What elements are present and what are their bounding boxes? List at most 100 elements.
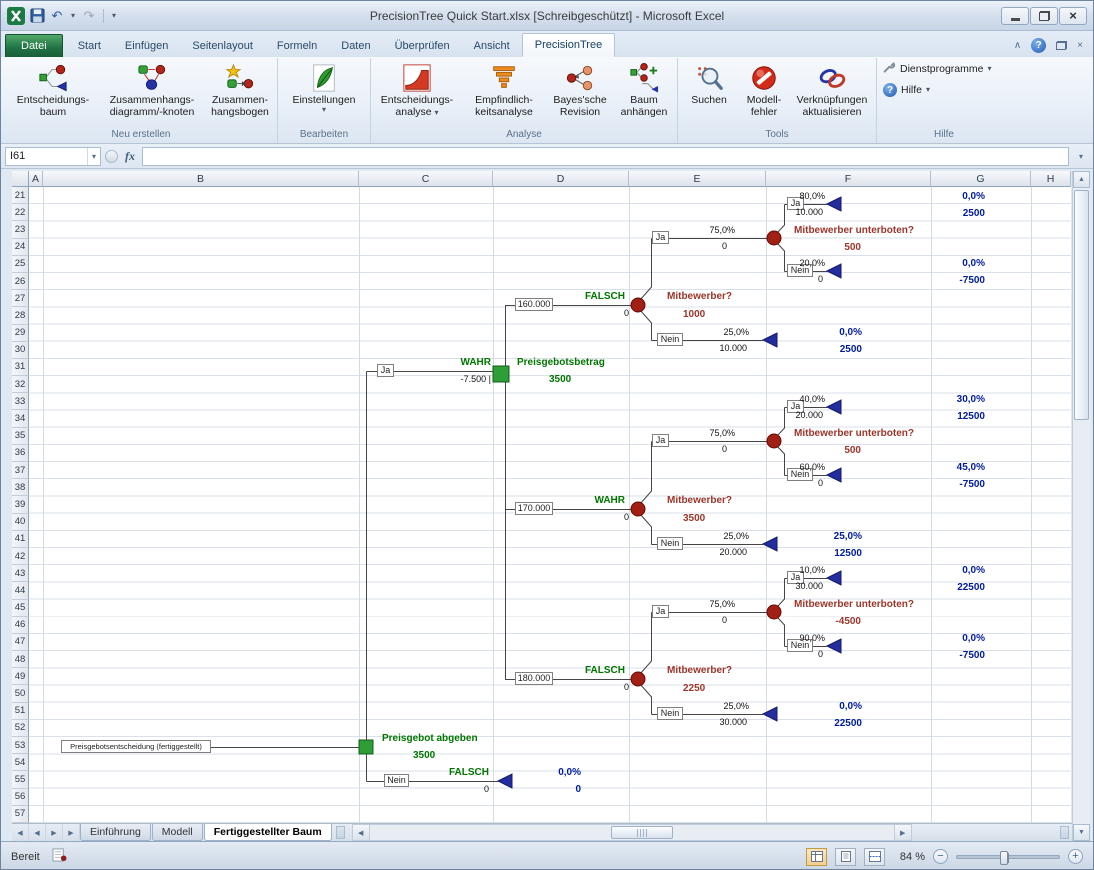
branch-label-box[interactable]: Nein [657, 707, 683, 720]
row-header[interactable]: 42 [12, 547, 29, 566]
worksheet-canvas[interactable]: Preisgebotsentscheidung (fertiggestellt)… [29, 187, 1071, 823]
chance-node-unterboten-170[interactable] [766, 433, 782, 449]
row-header[interactable]: 33 [12, 393, 29, 411]
row-header[interactable]: 25 [12, 255, 29, 273]
chance-node-mitbewerber-160[interactable] [630, 297, 646, 313]
row-header[interactable]: 47 [12, 633, 29, 652]
row-header[interactable]: 26 [12, 272, 29, 291]
branch-label-box[interactable]: Nein [657, 537, 683, 550]
next-sheet-icon[interactable]: ▶ [46, 824, 63, 841]
row-header[interactable]: 28 [12, 307, 29, 325]
row-header[interactable]: 30 [12, 341, 29, 359]
row-header[interactable]: 36 [12, 444, 29, 462]
zoom-level[interactable]: 84 % [899, 850, 925, 863]
formula-bar-expand-icon[interactable]: ▾ [1078, 151, 1083, 161]
insert-sheet-stub[interactable] [335, 826, 345, 839]
zoom-in-button[interactable]: + [1068, 849, 1083, 864]
row-header[interactable]: 55 [12, 771, 29, 789]
branch-label-box[interactable]: Nein [384, 774, 409, 787]
tab-datei[interactable]: Datei [5, 34, 63, 57]
save-icon[interactable] [29, 7, 45, 25]
first-sheet-icon[interactable]: ◀ [12, 824, 29, 841]
column-header-e[interactable]: E [629, 171, 766, 187]
end-nodes[interactable] [496, 196, 842, 789]
zoom-out-button[interactable]: − [933, 849, 948, 864]
sheet-tab-modell[interactable]: Modell [151, 824, 203, 841]
chance-node-mitbewerber-180[interactable] [630, 671, 646, 687]
horizontal-scroll-track[interactable] [370, 825, 894, 840]
row-header[interactable]: 21 [12, 187, 29, 205]
einstellungen-button[interactable]: Einstellungen ▾ [280, 58, 368, 126]
branch-label-box[interactable]: Ja [787, 400, 804, 413]
row-header[interactable]: 39 [12, 496, 29, 514]
branch-label-box[interactable]: Ja [652, 605, 669, 618]
close-button[interactable]: × [1059, 6, 1087, 25]
row-header[interactable]: 40 [12, 513, 29, 531]
row-header[interactable]: 38 [12, 479, 29, 497]
undo-icon[interactable]: ↶ [51, 7, 63, 23]
tab-formeln[interactable]: Formeln [276, 40, 318, 52]
column-header-f[interactable]: F [766, 171, 931, 187]
branch-label-box[interactable]: Nein [787, 468, 813, 481]
baum-anhaengen-button[interactable]: Baum anhängen [613, 58, 675, 126]
ribbon-collapse-icon[interactable]: ∧ [1013, 40, 1022, 51]
page-break-view-button[interactable] [864, 847, 885, 866]
page-layout-view-button[interactable] [835, 847, 856, 866]
branch-label-box[interactable]: Ja [652, 231, 669, 244]
sheet-tab-fertiggestellter-baum[interactable]: Fertiggestellter Baum [203, 824, 332, 841]
tab-area-resize-handle[interactable] [1060, 826, 1069, 839]
insert-function-icon[interactable]: fx [125, 148, 135, 163]
workbook-close-icon[interactable]: × [1077, 40, 1083, 51]
row-header[interactable]: 35 [12, 427, 29, 445]
branch-label-box[interactable]: 170.000 [515, 502, 553, 515]
entscheidungsanalyse-button[interactable]: Entscheidungs- analyse ▾ [373, 58, 461, 126]
tab-seitenlayout[interactable]: Seitenlayout [192, 40, 253, 52]
horizontal-scrollbar[interactable]: ◀ ▶ [351, 824, 912, 841]
vertical-scrollbar[interactable]: ▲ ▼ [1072, 171, 1090, 841]
help-icon[interactable]: ? [1031, 38, 1047, 53]
formula-input[interactable] [142, 146, 1069, 166]
tab-einfuegen[interactable]: Einfügen [124, 40, 169, 52]
branch-label-box[interactable]: Ja [787, 571, 804, 584]
hilfe-button[interactable]: ? Hilfe ▾ [879, 80, 934, 100]
row-header[interactable]: 50 [12, 685, 29, 703]
row-header[interactable]: 48 [12, 651, 29, 669]
decision-node-betrag[interactable] [492, 365, 510, 383]
horizontal-scroll-thumb[interactable] [610, 826, 673, 839]
column-header-g[interactable]: G [931, 171, 1031, 187]
sheet-tab-einfuehrung[interactable]: Einführung [80, 824, 151, 841]
row-header[interactable]: 23 [12, 221, 29, 239]
restore-button[interactable] [1030, 6, 1058, 25]
verknuepfungen-button[interactable]: Verknüpfungen aktualisieren [790, 58, 874, 126]
excel-logo-icon[interactable] [7, 6, 25, 25]
last-sheet-icon[interactable]: ▶ [63, 824, 80, 841]
branch-label-box[interactable]: Nein [787, 639, 813, 652]
zoom-slider[interactable] [956, 850, 1060, 865]
row-header[interactable]: 49 [12, 668, 29, 686]
tab-daten[interactable]: Daten [341, 40, 371, 52]
scroll-up-icon[interactable]: ▲ [1073, 171, 1090, 188]
undo-dropdown-icon[interactable]: ▾ [70, 11, 75, 20]
branch-label-box[interactable]: Ja [787, 197, 804, 210]
row-header[interactable]: 29 [12, 324, 29, 342]
modellfehler-button[interactable]: Modell- fehler [738, 58, 790, 126]
row-header[interactable]: 51 [12, 702, 29, 720]
formula-bar-button[interactable] [105, 149, 118, 163]
scroll-right-icon[interactable]: ▶ [893, 825, 911, 840]
row-header[interactable]: 43 [12, 565, 29, 583]
scroll-down-icon[interactable]: ▼ [1073, 824, 1090, 841]
branch-label-box[interactable]: Nein [787, 264, 813, 277]
row-header[interactable]: 34 [12, 410, 29, 428]
tab-precisiontree[interactable]: PrecisionTree [521, 33, 616, 57]
row-header[interactable]: 54 [12, 754, 29, 772]
column-header-b[interactable]: B [43, 171, 359, 187]
row-header[interactable]: 56 [12, 788, 29, 806]
dienstprogramme-button[interactable]: Dienstprogramme ▾ [879, 58, 995, 80]
chance-node-mitbewerber-170[interactable] [630, 501, 646, 517]
chance-node-unterboten-160[interactable] [766, 230, 782, 246]
row-header[interactable]: 46 [12, 616, 29, 634]
row-header[interactable]: 53 [12, 737, 29, 755]
row-header[interactable]: 22 [12, 204, 29, 222]
empfindlichkeitsanalyse-button[interactable]: Empfindlich- keitsanalyse [461, 58, 547, 126]
row-header[interactable]: 45 [12, 599, 29, 617]
